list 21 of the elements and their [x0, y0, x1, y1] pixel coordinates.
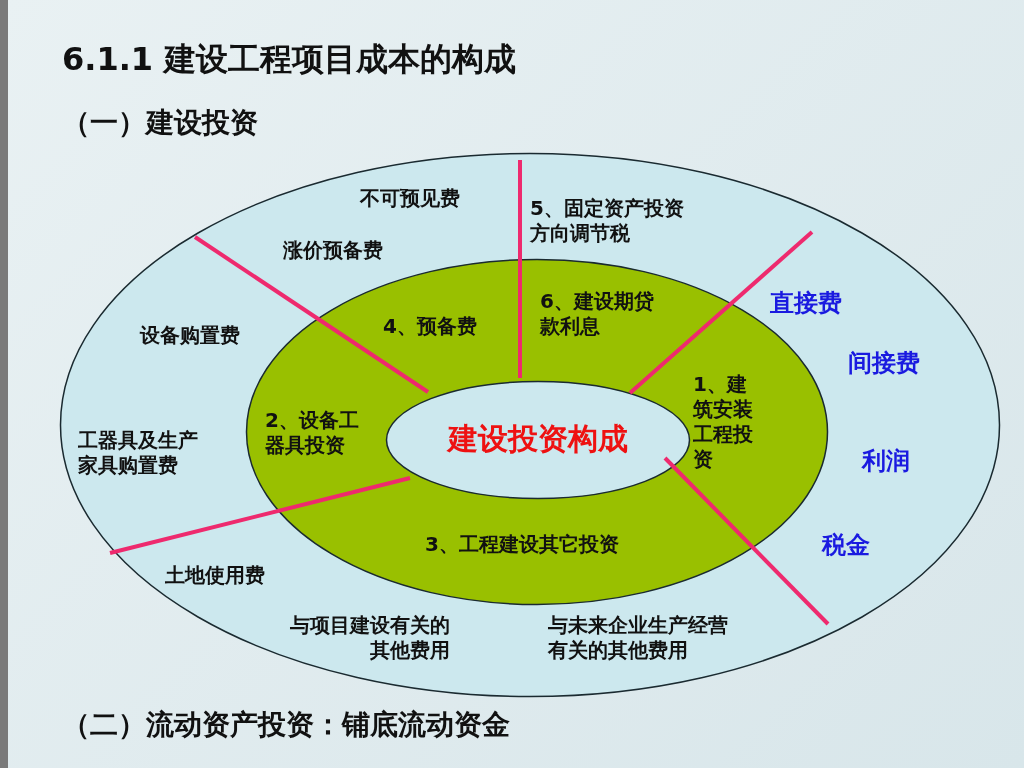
segment-label: 间接费 — [848, 348, 921, 378]
segment-label: 2、设备工器具投资 — [265, 408, 360, 458]
segment-label: 直接费 — [770, 288, 843, 318]
segment-label: 6、建设期贷款利息 — [540, 289, 655, 339]
segment-label: 设备购置费 — [140, 323, 241, 348]
segment-label: 土地使用费 — [165, 563, 266, 588]
section-heading: （一）建设投资 — [62, 105, 258, 141]
segment-label: 利润 — [862, 446, 911, 476]
segment-label: 工器具及生产家具购置费 — [78, 428, 199, 478]
section-heading: （二）流动资产投资：铺底流动资金 — [62, 707, 510, 743]
segment-label: 涨价预备费 — [283, 238, 384, 263]
segment-label: 3、工程建设其它投资 — [425, 532, 620, 557]
slide-title: 6.1.1 建设工程项目成本的构成 — [62, 39, 517, 80]
segment-label: 1、建筑安装工程投资 — [693, 372, 754, 472]
center-label: 建设投资构成 — [445, 420, 629, 458]
segment-label: 5、固定资产投资方向调节税 — [530, 196, 685, 246]
segment-label: 不可预见费 — [360, 186, 461, 211]
segment-label: 4、预备费 — [383, 314, 478, 339]
segment-label: 与项目建设有关的其他费用 — [289, 613, 450, 663]
segment-label: 与未来企业生产经营有关的其他费用 — [548, 613, 729, 663]
segment-label: 税金 — [822, 530, 871, 560]
